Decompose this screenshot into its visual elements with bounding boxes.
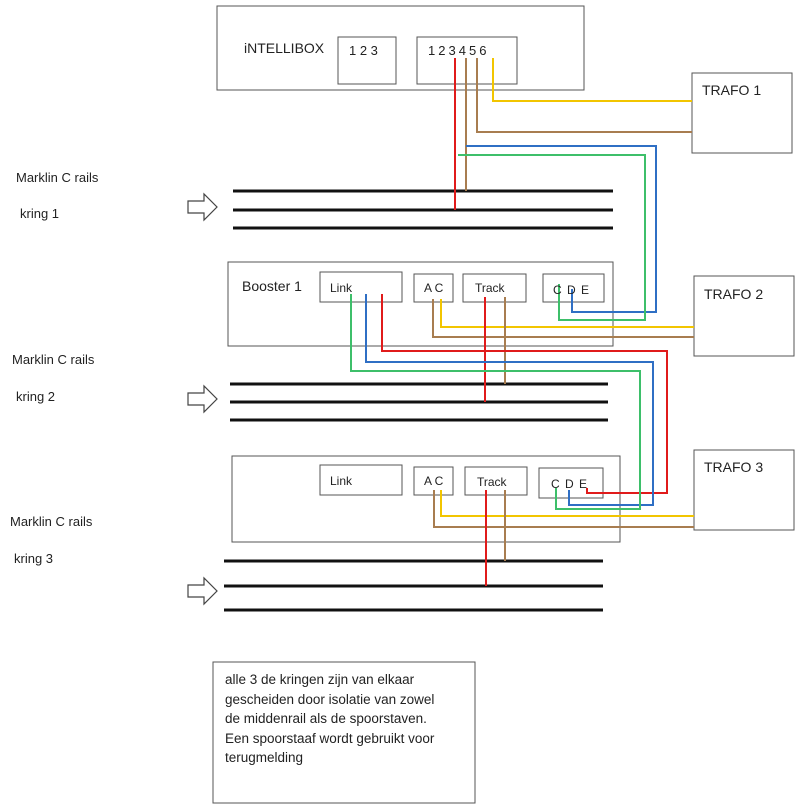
intellibox-title: iNTELLIBOX (244, 40, 325, 56)
intellibox-box (216, 5, 585, 91)
wire-intellibox-trafo1-yellow (492, 58, 692, 102)
intellibox-port-labels-a: 1 2 3 (349, 43, 378, 58)
booster-2-cde-box (538, 467, 604, 499)
wire-booster1-trafo2-yellow (440, 299, 694, 328)
trafo-2-box (693, 275, 795, 357)
isolation-note: alle 3 de kringen zijn van elkaar gesche… (225, 670, 465, 768)
booster-2-link-label: Link (330, 474, 353, 488)
trafo-3-box (693, 449, 795, 531)
wire-link-booster2-green (350, 294, 641, 510)
booster-2-cde-label: C D E (551, 477, 588, 491)
trafo-1-box (691, 72, 793, 154)
wire-intellibox-booster1-green (458, 154, 646, 321)
booster-1-track-box (462, 273, 527, 303)
booster-1-ac-label: A C (424, 281, 444, 295)
booster-2-box (231, 455, 621, 543)
booster-1-link-label: Link (330, 281, 353, 295)
intellibox-port-box-a (337, 36, 397, 85)
wire-intellibox-booster1-blue (466, 145, 657, 313)
note-line: Een spoorstaaf wordt gebruikt voor (225, 730, 435, 746)
booster-1-link-box (319, 271, 403, 303)
wire-intellibox-trafo1-brown (476, 58, 692, 133)
booster-1-box (227, 261, 614, 347)
note-line: alle 3 de kringen zijn van elkaar (225, 672, 415, 687)
rail-section-1-name: Marklin C rails (16, 170, 99, 185)
booster-1-cde-label: C D E (553, 283, 590, 297)
trafo-2-label: TRAFO 2 (704, 286, 764, 302)
arrow-icon-kring-2 (187, 384, 218, 414)
intellibox-port-labels-b: 1 2 3 4 5 6 (428, 43, 487, 58)
note-line: gescheiden door isolatie van zowel (225, 691, 435, 707)
rail-section-2-circuit: kring 2 (16, 389, 56, 404)
note-line: de middenrail als de spoorstaven. (225, 711, 427, 726)
rail-section-2-name: Marklin C rails (12, 352, 95, 367)
booster-1-title: Booster 1 (242, 278, 302, 294)
arrow-icon-kring-3 (187, 576, 218, 606)
booster-2-ac-label: A C (424, 474, 444, 488)
wire-booster1-trafo2-brown (432, 299, 694, 338)
booster-2-link-box (319, 464, 403, 496)
wire-link-booster2-blue (365, 294, 654, 506)
arrow-icon-kring-1 (187, 192, 218, 222)
trafo-3-label: TRAFO 3 (704, 459, 764, 475)
booster-1-cde-box (542, 273, 605, 303)
rail-section-3-name: Marklin C rails (10, 514, 93, 529)
rail-section-1-circuit: kring 1 (20, 206, 60, 221)
note-line: terugmelding (225, 750, 304, 765)
rail-section-3-circuit: kring 3 (14, 551, 54, 566)
booster-2-track-box (464, 466, 528, 496)
booster-2-track-label: Track (477, 475, 507, 489)
note-box (212, 661, 476, 804)
wire-booster2-trafo3-yellow (440, 490, 694, 517)
booster-1-track-label: Track (475, 281, 505, 295)
trafo-1-label: TRAFO 1 (702, 82, 762, 98)
wire-booster2-trafo3-brown (433, 490, 694, 528)
wire-link-booster2-red (381, 294, 668, 494)
